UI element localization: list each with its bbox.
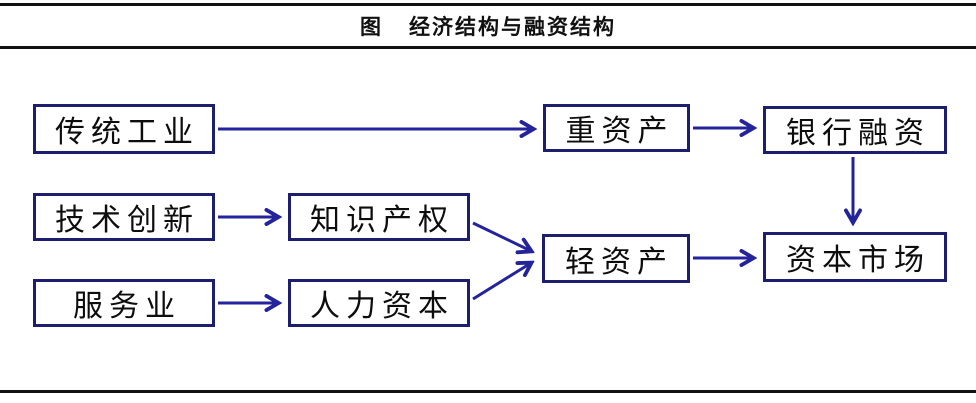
node-traditional-industry: 传统工业	[33, 104, 215, 154]
node-heavy-assets: 重资产	[543, 104, 690, 152]
node-tech-innovation: 技术创新	[33, 193, 215, 241]
figure-title-text: 经济结构与融资结构	[409, 16, 616, 39]
bottom-rule	[0, 390, 976, 393]
node-human-capital: 人力资本	[288, 279, 470, 327]
edge-ip-to-light	[472, 221, 531, 251]
node-capital-market: 资本市场	[763, 232, 947, 282]
node-light-assets: 轻资产	[542, 234, 690, 283]
node-intellectual-property: 知识产权	[288, 193, 470, 241]
edge-human-to-light	[472, 263, 531, 301]
figure-title: 图 经济结构与融资结构	[0, 11, 976, 41]
node-service-industry: 服务业	[33, 279, 215, 327]
title-divider-rule	[0, 46, 976, 49]
figure-label: 图	[360, 16, 383, 39]
node-bank-financing: 银行融资	[763, 106, 947, 154]
top-rule	[0, 3, 976, 6]
